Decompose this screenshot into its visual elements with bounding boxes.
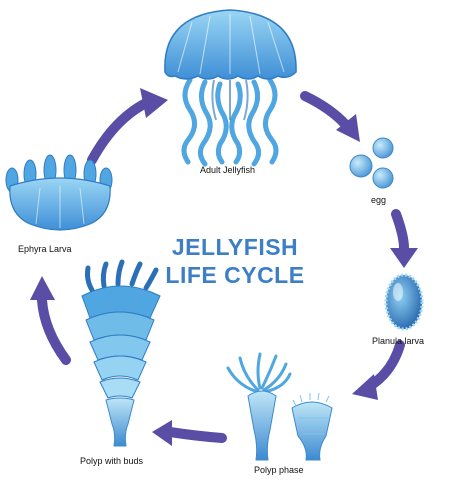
arrow-egg-to-planula (391, 209, 409, 253)
label-ephyra-larva: Ephyra Larva (18, 244, 72, 254)
arrow-polyp-to-buds (165, 427, 227, 443)
label-adult-jellyfish: Adult Jellyfish (200, 165, 256, 175)
arrow-head-egg-to-planula (390, 248, 418, 268)
adult-bell-ribs (177, 14, 285, 75)
arrow-head-ephyra-to-adult (140, 88, 168, 118)
label-planula-larva: Planula larva (372, 336, 425, 346)
arrow-head-polyp-to-buds (152, 420, 172, 446)
polyp-tall (226, 352, 292, 394)
arrow-ephyra-to-adult (87, 97, 153, 165)
arrow-buds-to-ephyra (37, 295, 71, 365)
arrow-adult-to-egg (300, 91, 350, 129)
planula-larva-illustration (384, 273, 424, 331)
cycle-arrows (30, 88, 418, 446)
adult-oral-arms (211, 79, 249, 121)
label-polyp-phase: Polyp phase (254, 465, 304, 475)
strobila-tentacles (85, 259, 159, 293)
egg-illustration (349, 137, 394, 189)
label-polyp-with-buds: Polyp with buds (80, 456, 144, 466)
arrow-head-planula-to-polyp (352, 374, 378, 400)
label-egg: egg (371, 195, 387, 205)
arrow-head-adult-to-egg (336, 114, 360, 142)
polyp-phase-illustration (226, 352, 333, 461)
ephyra-larva-illustration (5, 154, 113, 231)
polyp-with-buds-illustration (81, 259, 161, 447)
adult-jellyfish-illustration (164, 9, 297, 167)
arrow-head-buds-to-ephyra (30, 276, 55, 300)
adult-tentacles (181, 77, 279, 167)
diagram-title-line2: LIFE CYCLE (165, 262, 305, 288)
ephyra-arms (5, 154, 113, 193)
diagram-title-line1: JELLYFISH (171, 234, 299, 260)
